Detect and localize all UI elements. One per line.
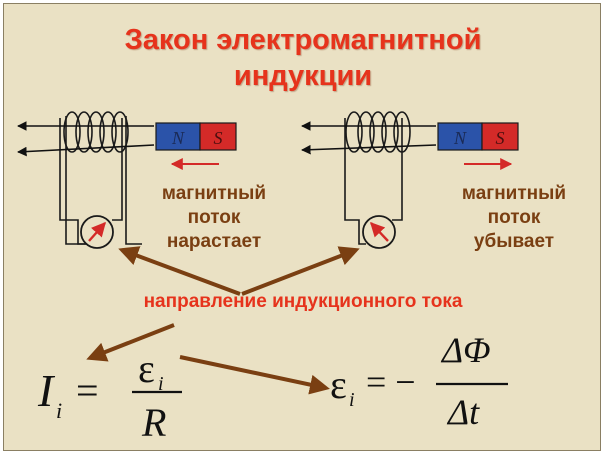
formula-current: I i = ε i R: [37, 346, 182, 445]
right-caption-line-2: поток: [487, 207, 541, 228]
formula2-lhs: ε: [330, 362, 347, 407]
pointer-arrows: [86, 246, 360, 395]
right-magnet-north-label: N: [453, 128, 467, 148]
left-galvanometer: [80, 215, 114, 249]
right-caption: магнитный поток убывает: [444, 182, 584, 254]
right-magnet-south-label: S: [496, 128, 505, 148]
left-magnet-south-label: S: [214, 128, 223, 148]
formula1-lhs-sub: i: [56, 398, 62, 423]
formula1-denominator: R: [141, 400, 166, 445]
arrow-to-current-symbol: [86, 323, 175, 362]
title-line-2: индукции: [233, 60, 373, 92]
right-field-line-bottom: [301, 144, 437, 155]
formula1-equals: =: [76, 368, 99, 413]
slide: Закон электромагнитной индукции: [3, 3, 601, 451]
right-coil: [345, 111, 411, 153]
right-circuit-wire: [344, 118, 366, 245]
right-caption-line-3: убывает: [473, 231, 555, 252]
left-field-line-bottom: [17, 144, 155, 157]
title-line-1: Закон электромагнитной: [124, 24, 482, 56]
formula2-equals-minus: = −: [366, 362, 416, 402]
formula2-lhs-sub: i: [349, 389, 355, 411]
right-galvanometer: [362, 215, 396, 249]
left-caption-line-3: нарастает: [166, 231, 262, 252]
induced-current-direction-label: направление индукционного тока: [143, 291, 463, 312]
arrow-to-left-galvanometer: [118, 246, 241, 296]
formula1-numerator: ε: [138, 346, 155, 391]
right-setup: N S: [301, 111, 519, 249]
left-caption-line-1: магнитный: [161, 183, 267, 204]
right-magnet: N S: [437, 122, 519, 151]
induction-diagram: N S N: [17, 111, 519, 445]
right-caption-line-1: магнитный: [461, 183, 567, 204]
left-setup: N S: [17, 111, 237, 249]
formula1-numerator-sub: i: [158, 373, 164, 395]
left-magnet-north-label: N: [171, 128, 185, 148]
left-caption: магнитный поток нарастает: [144, 182, 284, 254]
arrow-to-right-galvanometer: [241, 246, 360, 296]
formula-emf: ε i = − ΔΦ Δt: [330, 330, 508, 432]
formula1-lhs: I: [37, 365, 56, 416]
formula2-numerator: ΔΦ: [440, 330, 491, 370]
arrow-between-formulas: [179, 355, 330, 395]
left-magnet: N S: [155, 122, 237, 151]
slide-title: Закон электромагнитной индукции: [4, 22, 600, 94]
formula2-denominator: Δt: [446, 392, 480, 432]
left-caption-line-2: поток: [187, 207, 241, 228]
left-coil: [63, 111, 129, 153]
